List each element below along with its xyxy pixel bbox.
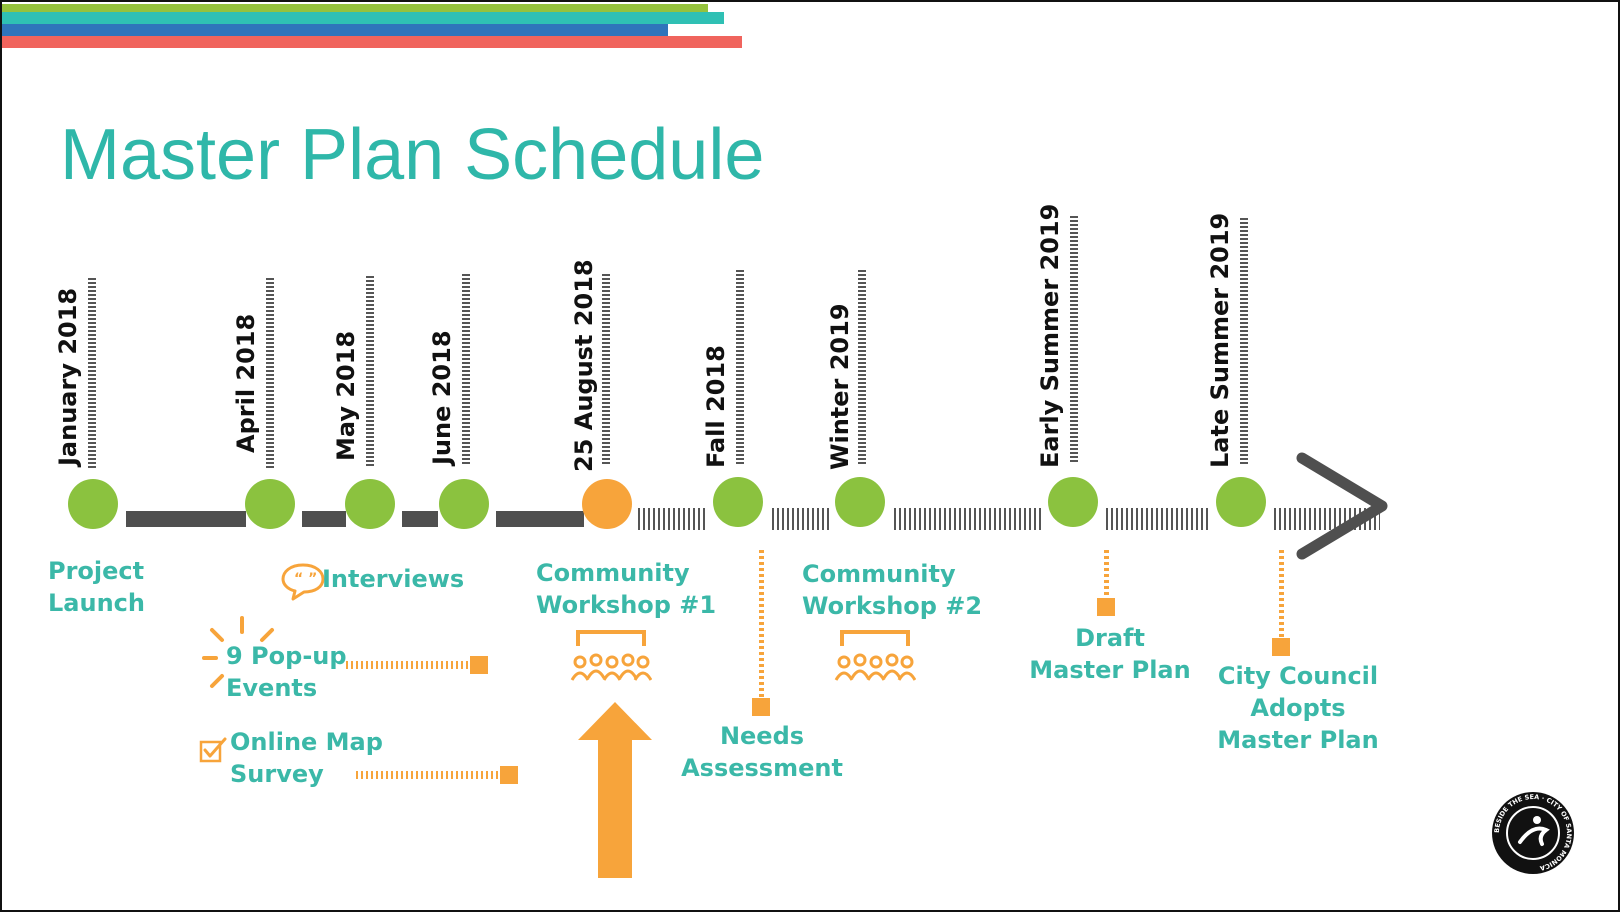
- people-group-icon: [834, 630, 916, 681]
- label-line: Workshop #1: [536, 591, 717, 619]
- milestone-dot: [835, 477, 885, 527]
- label-line: Needs: [719, 722, 805, 750]
- label-line: Events: [226, 674, 318, 702]
- date-label: Early Summer 2019: [1036, 203, 1064, 468]
- date-tick: [858, 270, 866, 466]
- milestone-connector: [1279, 550, 1284, 638]
- activity-connector: [346, 661, 470, 669]
- date-tick: [88, 278, 96, 468]
- timeline-arrow-icon: [1296, 452, 1388, 560]
- checkbox-icon: [199, 737, 227, 763]
- date-tick: [602, 274, 610, 466]
- label-line: Community: [802, 560, 956, 588]
- activity-label-interviews: Interviews: [322, 565, 465, 593]
- milestone-dot: [439, 479, 489, 529]
- activity-end-marker: [470, 656, 488, 674]
- date-label: Fall 2018: [702, 345, 730, 468]
- date-label: Late Summer 2019: [1206, 212, 1234, 468]
- date-label: June 2018: [428, 330, 456, 465]
- timeline-segment-done: [126, 511, 246, 527]
- milestone-dot: [713, 477, 763, 527]
- people-group-icon: [570, 630, 652, 681]
- speech-bubble-icon: “ ”: [281, 563, 325, 601]
- label-line: Project: [48, 557, 145, 585]
- milestone-end-marker: [1097, 598, 1115, 616]
- milestone-dot: [345, 479, 395, 529]
- date-label: Winter 2019: [826, 303, 854, 470]
- date-label: 25 August 2018: [570, 259, 598, 472]
- date-tick: [462, 274, 470, 466]
- svg-text:“ ”: “ ”: [294, 571, 317, 587]
- date-label: May 2018: [332, 330, 360, 461]
- milestone-label-community-workshop-1: Community Workshop #1: [536, 557, 716, 621]
- activity-label-popup-events: 9 Pop-up Events: [226, 640, 347, 704]
- date-tick: [366, 276, 374, 466]
- milestone-dot-current: [582, 479, 632, 529]
- timeline-segment-future: [1106, 508, 1210, 530]
- milestone-label-project-launch: Project Launch: [48, 555, 145, 619]
- timeline-segment-done: [402, 511, 438, 527]
- timeline-segment-done: [496, 511, 584, 527]
- accent-bar-blue: [2, 24, 668, 36]
- label-line: 9 Pop-up: [226, 642, 347, 670]
- timeline-segment-done: [302, 511, 346, 527]
- label-line: Workshop #2: [802, 592, 983, 620]
- label-line: Adopts: [1250, 694, 1346, 722]
- city-seal-logo: BESIDE THE SEA · CITY OF SANTA MONICA: [1492, 792, 1574, 874]
- milestone-label-city-council-adopts: City Council Adopts Master Plan: [1188, 660, 1408, 756]
- milestone-dot: [1216, 477, 1266, 527]
- date-tick: [1070, 216, 1078, 464]
- page-title: Master Plan Schedule: [60, 115, 765, 195]
- accent-bar-teal: [2, 12, 724, 24]
- accent-bar-red: [2, 36, 742, 48]
- label-line: Draft: [1075, 624, 1145, 652]
- accent-bar-green: [2, 4, 708, 12]
- activity-label-online-map-survey: Online Map Survey: [230, 726, 383, 790]
- label-line: Assessment: [681, 754, 843, 782]
- milestone-dot: [1048, 477, 1098, 527]
- milestone-end-marker: [752, 698, 770, 716]
- label-line: Master Plan: [1217, 726, 1379, 754]
- activity-connector: [356, 771, 502, 779]
- timeline-segment-future: [638, 508, 708, 530]
- date-label: April 2018: [232, 313, 260, 453]
- timeline-segment-future: [894, 508, 1042, 530]
- milestone-label-draft-master-plan: Draft Master Plan: [1012, 622, 1208, 686]
- sunburst-icon: [202, 616, 274, 688]
- date-tick: [1240, 218, 1248, 464]
- milestone-connector: [1104, 550, 1109, 598]
- up-arrow-icon: [578, 702, 652, 878]
- milestone-label-needs-assessment: Needs Assessment: [664, 720, 860, 784]
- milestone-connector: [759, 550, 764, 698]
- label-line: Community: [536, 559, 690, 587]
- activity-end-marker: [500, 766, 518, 784]
- date-label: January 2018: [54, 287, 82, 466]
- label-line: Launch: [48, 589, 145, 617]
- milestone-end-marker: [1272, 638, 1290, 656]
- label-line: Master Plan: [1029, 656, 1191, 684]
- milestone-label-community-workshop-2: Community Workshop #2: [802, 558, 982, 622]
- label-line: City Council: [1217, 662, 1379, 690]
- label-line: Online Map: [230, 728, 383, 756]
- milestone-dot: [68, 479, 118, 529]
- label-line: Survey: [230, 760, 324, 788]
- date-tick: [266, 278, 274, 468]
- milestone-dot: [245, 479, 295, 529]
- date-tick: [736, 270, 744, 464]
- timeline-segment-future: [772, 508, 832, 530]
